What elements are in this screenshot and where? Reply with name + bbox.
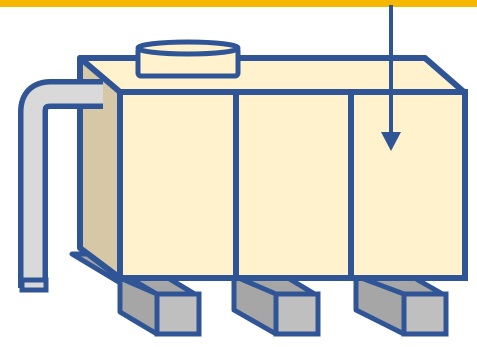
support-beam-3 <box>352 272 446 334</box>
tank-lid <box>138 42 238 76</box>
tank-front-face <box>120 92 465 278</box>
top-rail <box>0 0 477 7</box>
support-beam-2 <box>228 272 318 334</box>
